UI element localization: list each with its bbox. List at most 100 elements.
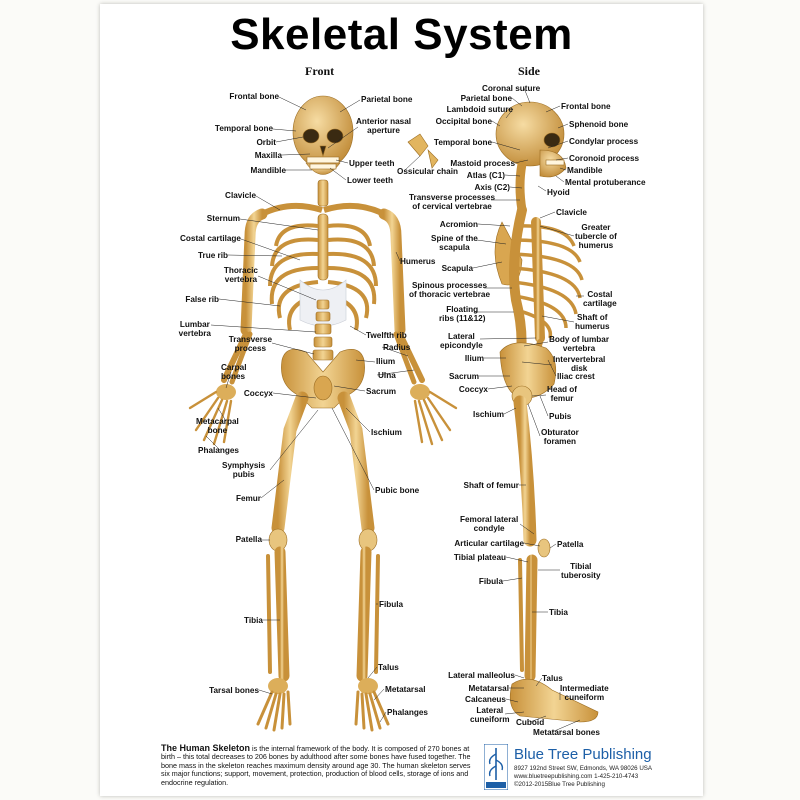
label-mental-protuberance: Mental protuberance (565, 178, 646, 187)
label-ilium-side: Ilium (464, 354, 484, 363)
publisher-contact: www.bluetreepublishing.com 1-425-210-474… (514, 773, 639, 780)
label-metatarsal-bones: Metatarsal bones (533, 728, 600, 737)
intro-heading: The Human Skeleton (161, 743, 251, 753)
label-intermediate-cuneiform: Intermediate cuneiform (560, 684, 609, 702)
label-head-of-femur: Head of femur (547, 385, 578, 403)
label-sternum: Sternum (206, 214, 240, 223)
side-view-title: Side (518, 64, 541, 78)
label-tibia-side: Tibia (549, 608, 568, 617)
poster-sheet (100, 4, 703, 796)
label-lambdoid-suture: Lambdoid suture (446, 105, 513, 114)
label-parietal-bone-front: Parietal bone (361, 95, 413, 104)
label-tibia-front: Tibia (244, 616, 263, 625)
label-patella-side: Patella (557, 540, 584, 549)
label-condylar-process: Condylar process (569, 137, 639, 146)
publisher-copyright: ©2012-2015Blue Tree Publishing (514, 781, 605, 788)
label-scapula: Scapula (441, 264, 473, 273)
label-tibial-tuberosity: Tibial tuberosity (561, 562, 601, 580)
label-carpal-bones: Carpal bones (221, 363, 247, 381)
label-tibial-plateau: Tibial plateau (453, 553, 506, 562)
blue-tree-logo-icon (484, 744, 508, 790)
label-thoracic-vertebra: Thoracic vertebra (223, 266, 258, 284)
label-ilium-front: Ilium (376, 357, 396, 366)
label-clavicle-front: Clavicle (225, 191, 256, 200)
label-transverse-processes-cervical: Transverse processes of cervical vertebr… (409, 193, 496, 211)
label-frontal-bone-side: Frontal bone (561, 102, 611, 111)
label-cuboid: Cuboid (516, 718, 545, 727)
label-costal-cartilage-front: Costal cartilage (180, 234, 241, 243)
label-calcaneus: Calcaneus (465, 695, 506, 704)
label-articular-cartilage: Articular cartilage (454, 539, 524, 548)
label-symphysis-pubis: Symphysis pubis (222, 461, 266, 479)
label-ossicular-chain: Ossicular chain (397, 167, 458, 176)
label-intervertebral-disk: Intervertebral disk (553, 355, 606, 373)
label-body-of-lumbar-vertebra: Body of lumbar vertebra (549, 335, 610, 353)
label-clavicle-side: Clavicle (556, 208, 587, 217)
label-shaft-of-humerus: Shaft of humerus (575, 313, 610, 331)
front-skeleton (188, 95, 458, 732)
label-humerus: Humerus (400, 257, 436, 266)
label-lateral-epicondyle: Lateral epicondyle (440, 332, 483, 350)
label-mastoid-process: Mastoid process (450, 159, 515, 168)
intro-paragraph: The Human Skeleton is the internal frame… (161, 744, 481, 787)
label-coccyx-side: Coccyx (458, 385, 488, 394)
label-femur: Femur (235, 494, 261, 503)
label-spinous-processes-thoracic: Spinous processes of thoracic vertebrae (409, 281, 490, 299)
intro-text: is the internal framework of the body. I… (161, 744, 471, 787)
label-fibula-side: Fibula (478, 577, 503, 586)
label-false-rib: False rib (185, 295, 219, 304)
label-femoral-lateral-condyle: Femoral lateral condyle (460, 515, 519, 533)
label-lower-teeth: Lower teeth (347, 176, 393, 185)
label-coronal-suture: Coronal suture (482, 84, 541, 93)
front-view-title: Front (305, 64, 335, 78)
publisher-block: Blue Tree Publishing 8927 192nd Street S… (484, 744, 684, 794)
label-coccyx-front: Coccyx (243, 389, 273, 398)
label-frontal-bone: Frontal bone (229, 92, 279, 101)
publisher-name: Blue Tree Publishing (514, 746, 652, 763)
label-transverse-process: Transverse process (228, 335, 272, 353)
poster-title: Skeletal System (230, 10, 573, 59)
label-lumbar-vertebra: Lumbar vertebra (178, 320, 211, 338)
label-lateral-cuneiform: Lateral cuneiform (470, 706, 510, 724)
label-parietal-bone-side: Parietal bone (460, 94, 512, 103)
label-phalanges-foot: Phalanges (387, 708, 428, 717)
label-mandible-side: Mandible (567, 166, 603, 175)
label-metacarpal-bone: Metacarpal bone (196, 417, 239, 435)
label-maxilla: Maxilla (254, 151, 282, 160)
label-temporal-bone-side: Temporal bone (433, 138, 492, 147)
label-greater-tubercle-humerus: Greater tubercle of humerus (575, 223, 617, 250)
label-ulna: Ulna (378, 371, 396, 380)
label-radius: Radius (383, 343, 411, 352)
label-pubis: Pubis (549, 412, 572, 421)
label-talus-side: Talus (542, 674, 563, 683)
label-fibula-front: Fibula (379, 600, 404, 609)
label-obturator-foramen: Obturator foramen (541, 428, 579, 446)
label-ischium-side: Ischium (473, 410, 504, 419)
label-sacrum-side: Sacrum (448, 372, 479, 381)
label-tarsal-bones: Tarsal bones (209, 686, 259, 695)
label-floating-ribs: Floating ribs (11&12) (439, 305, 486, 323)
label-twelfth-rib: Twelfth rib (366, 331, 407, 340)
label-acromion: Acromion (439, 220, 478, 229)
label-hyoid: Hyoid (547, 188, 570, 197)
label-patella-front: Patella (235, 535, 262, 544)
label-metatarsal-front: Metatarsal (385, 685, 426, 694)
label-pubic-bone: Pubic bone (375, 486, 420, 495)
label-upper-teeth: Upper teeth (349, 159, 395, 168)
label-orbit: Orbit (256, 138, 276, 147)
label-true-rib: True rib (197, 251, 228, 260)
label-sacrum-front: Sacrum (366, 387, 397, 396)
label-sphenoid-bone: Sphenoid bone (569, 120, 629, 129)
label-phalanges-hand: Phalanges (198, 446, 239, 455)
label-lateral-malleolus: Lateral malleolus (448, 671, 515, 680)
label-axis-c2: Axis (C2) (474, 183, 511, 192)
label-costal-cartilage-side: Costal cartilage (583, 290, 617, 308)
label-spine-of-scapula: Spine of the scapula (431, 234, 478, 252)
label-coronoid-process: Coronoid process (569, 154, 640, 163)
leader-lines (205, 87, 584, 733)
label-metatarsal-side: Metatarsal (468, 684, 509, 693)
label-iliac-crest: Iliac crest (557, 372, 595, 381)
label-anterior-nasal-aperture: Anterior nasal aperture (356, 117, 412, 135)
label-occipital-bone: Occipital bone (435, 117, 492, 126)
